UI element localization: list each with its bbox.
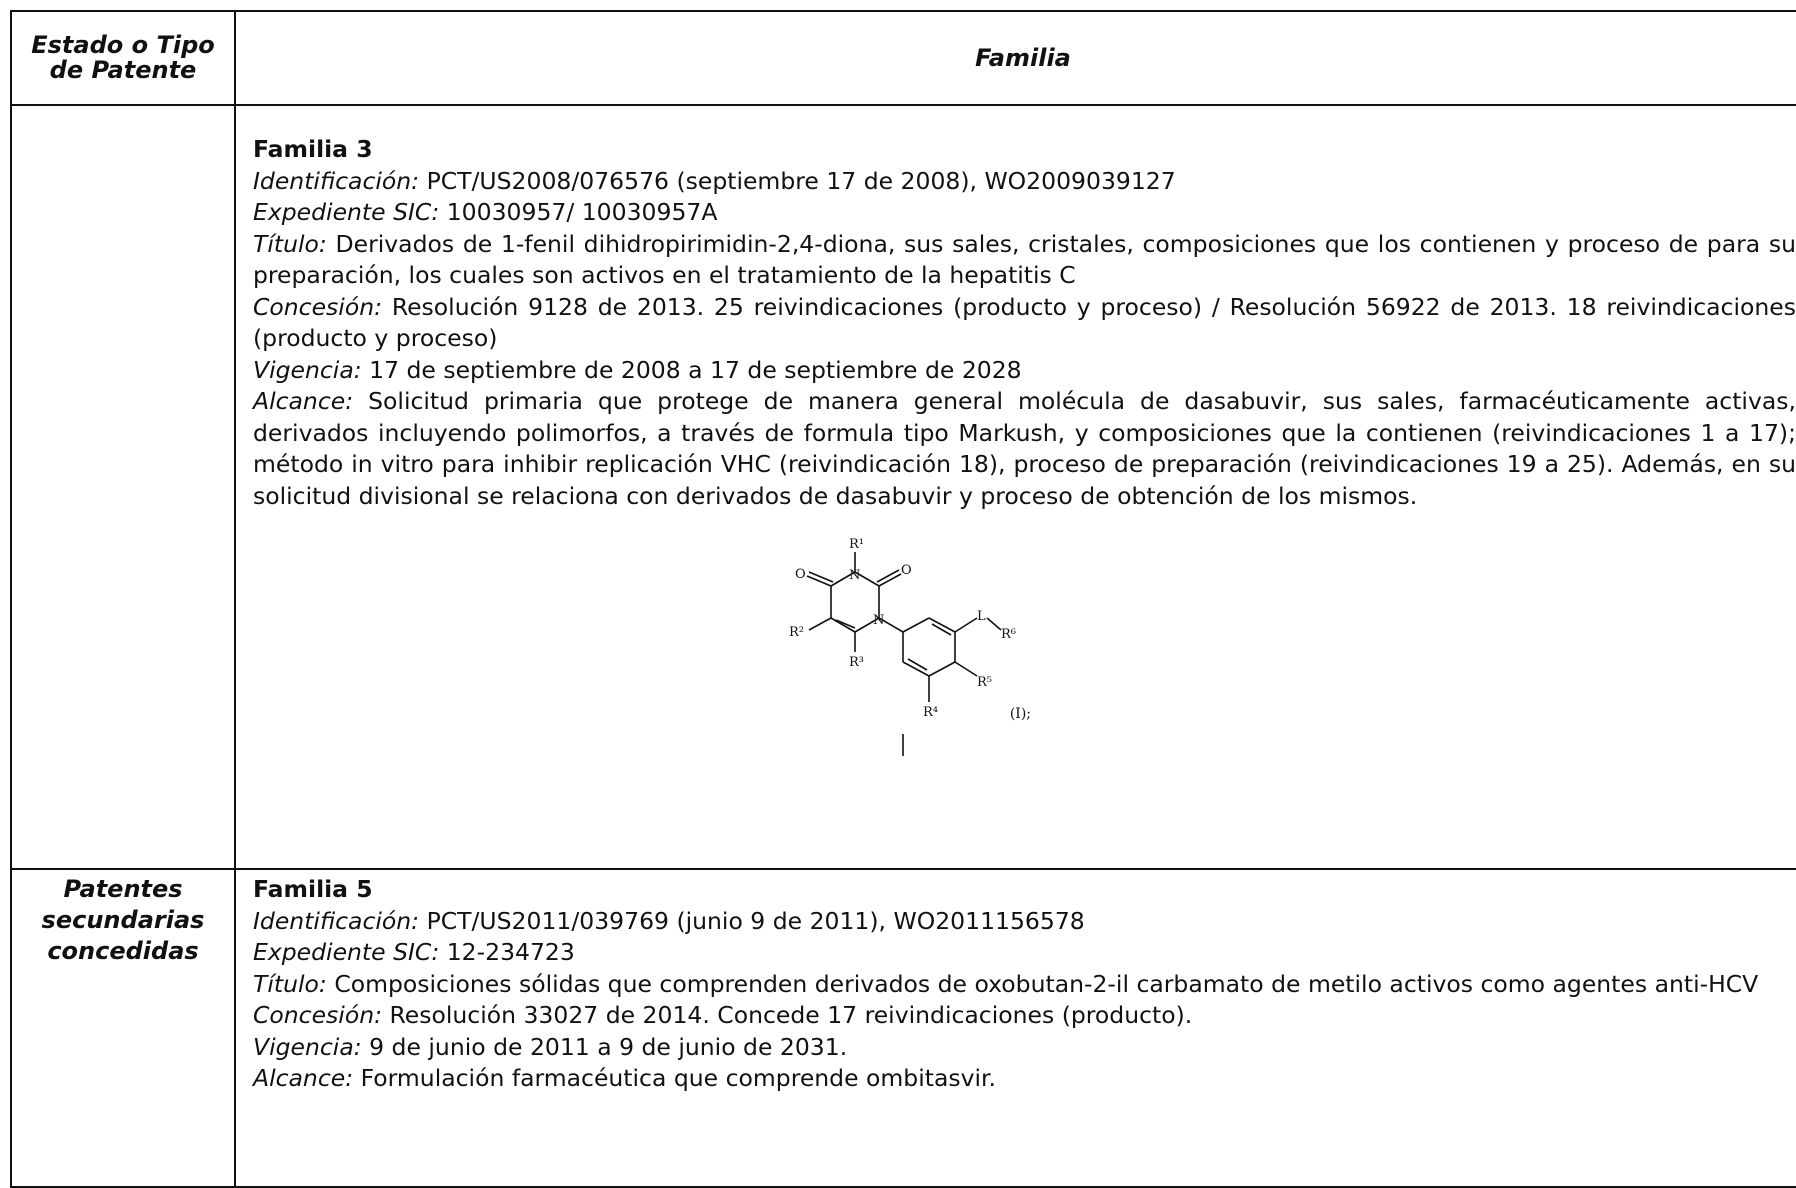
concesion-label: Concesión:: [253, 292, 383, 321]
estado-cell: [10, 104, 236, 870]
alcance-label: Alcance:: [253, 1064, 354, 1092]
concesion-line: Concesión: Resolución 9128 de 2013. 25 r…: [253, 292, 1796, 355]
vigencia-label: Vigencia:: [253, 355, 362, 384]
familia-cell: Familia 5 Identificación: PCT/US2011/039…: [234, 868, 1796, 1188]
table-row: Familia 3 Identificación: PCT/US2008/076…: [10, 104, 1796, 870]
vigencia-value: 17 de septiembre de 2008 a 17 de septiem…: [369, 355, 1022, 384]
expediente-value: 10030957/ 10030957A: [446, 198, 718, 226]
titulo-value: Composiciones sólidas que comprenden der…: [334, 969, 1759, 998]
table-header-row: Estado o Tipo de Patente Familia: [10, 10, 1796, 106]
alcance-line: Alcance: Solicitud primaria que protege …: [253, 386, 1796, 512]
vigencia-label: Vigencia:: [253, 1032, 362, 1061]
concesion-value: Resolución 33027 de 2014. Concede 17 rei…: [389, 1001, 1193, 1029]
chemical-structure-diagram: R¹ N N O O R² R³ L R⁶ R⁵ R⁴ (I);: [789, 537, 1031, 756]
header-estado: Estado o Tipo de Patente: [10, 10, 236, 106]
alcance-value: Formulación farmacéutica que comprende o…: [360, 1064, 997, 1092]
estado-cell: Patentes secundarias concedidas: [10, 868, 236, 1188]
expediente-value: 12-234723: [446, 938, 575, 966]
familia-cell: Familia 3 Identificación: PCT/US2008/076…: [234, 104, 1796, 870]
titulo-line: Título: Derivados de 1-fenil dihidropiri…: [253, 229, 1796, 292]
r1-label: R¹: [849, 537, 864, 552]
r3-label: R³: [849, 655, 864, 670]
n-top-label: N: [849, 568, 860, 583]
vigencia-line: Vigencia: 17 de septiembre de 2008 a 17 …: [253, 355, 1796, 387]
concesion-value: Resolución 9128 de 2013. 25 reivindicaci…: [253, 292, 1796, 353]
o-right-label: O: [901, 563, 912, 578]
o-left-label: O: [795, 567, 806, 582]
concesion-line: Concesión: Resolución 33027 de 2014. Con…: [253, 1000, 1796, 1032]
r2-label: R²: [789, 625, 804, 640]
structure-bonds: [806, 552, 1002, 702]
identificacion-value: PCT/US2011/039769 (junio 9 de 2011), WO2…: [426, 906, 1085, 935]
table-row: Patentes secundarias concedidas Familia …: [10, 868, 1796, 1188]
identificacion-label: Identificación:: [253, 906, 420, 935]
identificacion-value: PCT/US2008/076576 (septiembre 17 de 2008…: [426, 166, 1176, 195]
r6-label: R⁶: [1001, 627, 1016, 642]
identificacion-label: Identificación:: [253, 166, 420, 195]
expediente-label: Expediente SIC:: [253, 198, 440, 226]
vigencia-line: Vigencia: 9 de junio de 2011 a 9 de juni…: [253, 1032, 1796, 1064]
linker-label: L: [977, 609, 986, 624]
n-ring-label: N: [873, 613, 884, 628]
formula-label: (I);: [1010, 706, 1031, 722]
alcance-label: Alcance:: [253, 387, 354, 415]
alcance-line: Alcance: Formulación farmacéutica que co…: [253, 1063, 1796, 1095]
expediente-label: Expediente SIC:: [253, 938, 440, 966]
alcance-value: Solicitud primaria que protege de manera…: [253, 387, 1796, 510]
titulo-label: Título:: [253, 969, 327, 998]
expediente-line: Expediente SIC: 10030957/ 10030957A: [253, 197, 1796, 229]
expediente-line: Expediente SIC: 12-234723: [253, 937, 1796, 969]
r5-label: R⁵: [977, 675, 992, 690]
concesion-label: Concesión:: [253, 1001, 383, 1029]
titulo-value: Derivados de 1-fenil dihidropirimidin-2,…: [253, 229, 1796, 290]
header-familia: Familia: [234, 10, 1796, 106]
family-title: Familia 3: [253, 135, 373, 163]
identificacion-line: Identificación: PCT/US2008/076576 (septi…: [253, 166, 1796, 198]
titulo-line: Título: Composiciones sólidas que compre…: [253, 969, 1796, 1001]
vigencia-value: 9 de junio de 2011 a 9 de junio de 2031.: [369, 1032, 848, 1061]
family-title: Familia 5: [253, 875, 373, 903]
identificacion-line: Identificación: PCT/US2011/039769 (junio…: [253, 906, 1796, 938]
patent-table: Estado o Tipo de Patente Familia Familia…: [10, 10, 1796, 1188]
titulo-label: Título:: [253, 229, 327, 258]
r4-label: R⁴: [923, 705, 938, 720]
